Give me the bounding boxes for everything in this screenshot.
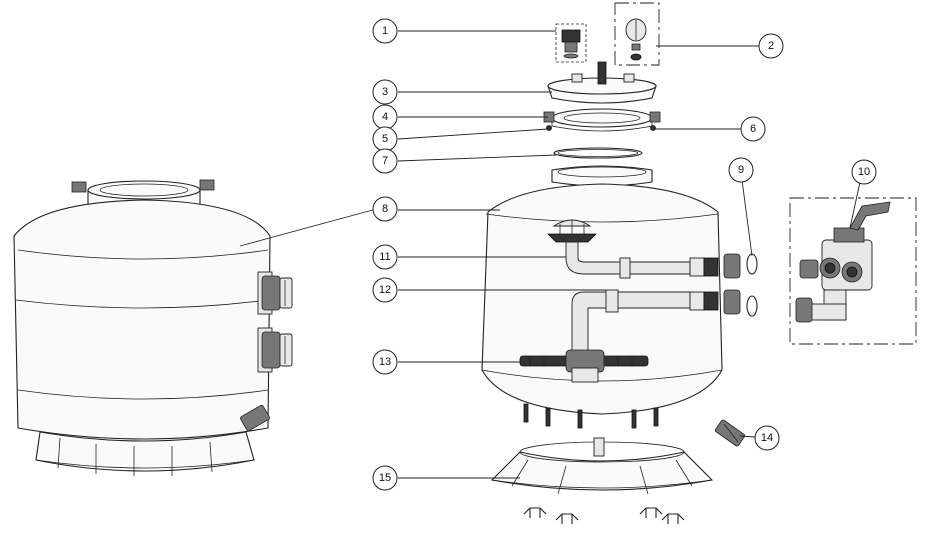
callout-2: 2 — [758, 33, 784, 59]
part-laterals-hub — [519, 349, 649, 383]
callout-13: 13 — [372, 349, 398, 375]
leader-lines — [239, 30, 861, 479]
svg-text:6: 6 — [750, 123, 756, 135]
part-screw-right — [650, 125, 656, 131]
part-collector-pipe — [571, 289, 719, 353]
svg-text:7: 7 — [382, 155, 388, 167]
svg-text:3: 3 — [382, 86, 388, 98]
left-upper-fitting — [257, 271, 293, 315]
svg-text:11: 11 — [379, 251, 390, 263]
callout-6: 6 — [740, 116, 766, 142]
svg-text:8: 8 — [382, 203, 388, 215]
part-clamp — [543, 108, 661, 132]
part-drain-plug — [714, 419, 746, 447]
part-multiport-valve — [789, 197, 917, 345]
callout-5: 5 — [372, 126, 398, 152]
callout-11: 11 — [372, 244, 398, 270]
part-base — [490, 437, 714, 495]
assembled-filter — [13, 179, 293, 476]
svg-text:12: 12 — [379, 284, 391, 296]
callout-10: 10 — [851, 159, 877, 185]
callout-14: 14 — [754, 425, 780, 451]
part-upper-diffuser — [547, 219, 719, 279]
svg-text:5: 5 — [382, 133, 388, 145]
left-lower-fitting — [257, 327, 293, 373]
svg-text:15: 15 — [379, 472, 391, 484]
svg-text:14: 14 — [761, 432, 773, 444]
callout-9: 9 — [728, 157, 754, 183]
svg-text:2: 2 — [768, 40, 774, 52]
part-lid — [547, 61, 657, 104]
svg-text:13: 13 — [379, 356, 391, 368]
svg-text:4: 4 — [382, 111, 388, 123]
callout-12: 12 — [372, 277, 398, 303]
left-drain-plug — [240, 404, 270, 432]
part-screw-left — [546, 125, 552, 131]
part-air-relief-valve — [555, 23, 587, 63]
part-pressure-gauge — [614, 2, 660, 66]
callout-1: 1 — [372, 18, 398, 44]
callout-4: 4 — [372, 104, 398, 130]
callout-15: 15 — [372, 465, 398, 491]
tank-unions — [723, 253, 741, 315]
callout-7: 7 — [372, 148, 398, 174]
svg-text:10: 10 — [858, 166, 870, 178]
base-clips — [523, 507, 685, 524]
svg-text:9: 9 — [738, 164, 744, 176]
part-o-ring — [553, 147, 643, 159]
callout-8: 8 — [372, 196, 398, 222]
callout-3: 3 — [372, 79, 398, 105]
svg-text:1: 1 — [382, 25, 388, 37]
part-gaskets — [746, 253, 758, 317]
